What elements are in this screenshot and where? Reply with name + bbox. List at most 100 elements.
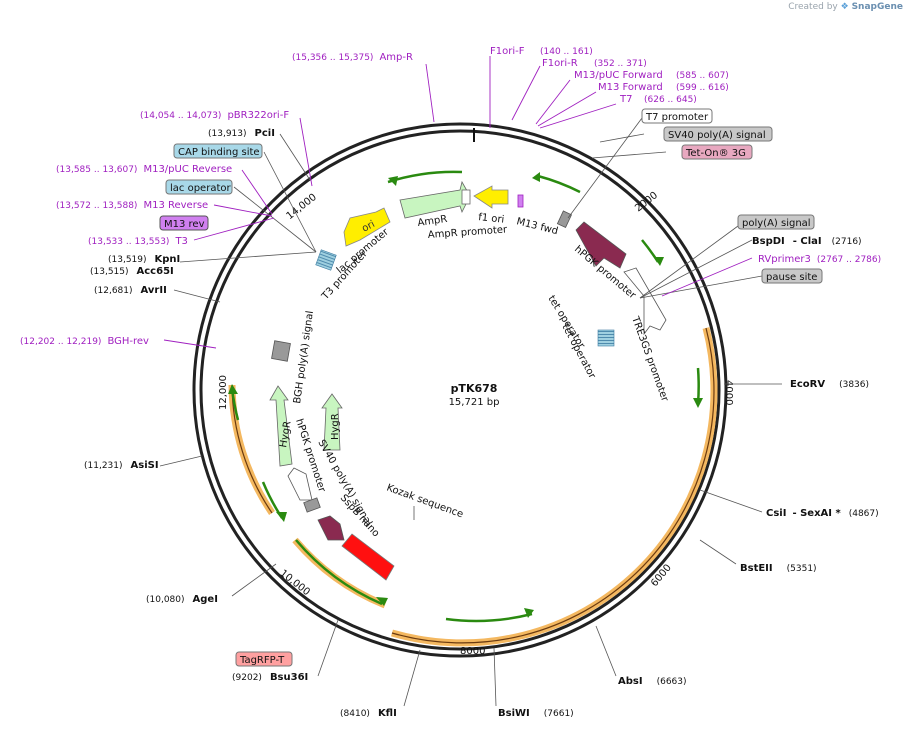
site-asisi-pos: (11,231) xyxy=(84,461,123,471)
site-kpni-pos: (13,519) xyxy=(108,255,147,265)
feature-tet-on-3g xyxy=(391,327,718,647)
site-asisi-name: AsiSI xyxy=(131,460,159,471)
snapgene-credit: Created by ❖ SnapGene xyxy=(788,2,903,12)
primer-f1ori-f-name: F1ori-F xyxy=(490,46,525,57)
svg-text:AbsI(6663): AbsI(6663) xyxy=(618,676,687,687)
box-tagrfp-t: TagRFP-T xyxy=(239,655,285,666)
svg-text:(10,080)AgeI: (10,080)AgeI xyxy=(146,594,218,605)
svg-text:(13,515)Acc65I: (13,515) Acc65I xyxy=(90,266,174,277)
backbone-outer xyxy=(192,122,728,658)
primer-m13-rev-name: M13 Reverse xyxy=(143,200,208,211)
box-tet-on-3g: Tet-On® 3G xyxy=(685,148,746,159)
primer-t3-pos: (13,533 .. 13,553) xyxy=(88,237,169,247)
feature-lac-promoter xyxy=(315,249,337,271)
primer-leaders xyxy=(163,56,753,349)
box-t7-promoter: T7 promoter xyxy=(645,112,709,123)
site-pcii-name: PciI xyxy=(255,128,275,139)
svg-text:(11,231)AsiSI: (11,231) AsiSI xyxy=(84,460,159,471)
svg-text:RVprimer3(2767 .. 2786): RVprimer3 (2767 .. 2786) xyxy=(758,254,881,265)
site-avrii-pos: (12,681) xyxy=(94,286,133,296)
box-polya-signal: poly(A) signal xyxy=(742,218,811,229)
feature-hpgk-promoter-bottom xyxy=(287,467,313,501)
primer-f1ori-f-pos: (140 .. 161) xyxy=(540,47,593,57)
tick-12000: 12,000 xyxy=(218,375,229,410)
plasmid-size: 15,721 bp xyxy=(449,397,500,408)
lbl-hygr-2: HygR xyxy=(330,413,341,440)
svg-text:(9202)Bsu36I: (9202) Bsu36I xyxy=(232,672,308,683)
svg-text:(14,054 .. 14,073)pBR322ori-F: (14,054 .. 14,073) pBR322ori-F xyxy=(140,110,289,121)
site-ecorv-pos: (3836) xyxy=(839,380,869,390)
primer-m13puc-fwd-pos: (585 .. 607) xyxy=(676,71,729,81)
site-ecorv-name: EcoRV xyxy=(790,379,825,390)
site-bsu36i-pos: (9202) xyxy=(232,673,262,683)
lbl-ampr-promoter: AmpR promoter xyxy=(427,224,508,241)
box-m13-rev: M13 rev xyxy=(164,219,205,230)
site-csii-extra: - SexAI * xyxy=(792,508,841,519)
site-bsiwi-pos: (7661) xyxy=(544,709,574,719)
primer-bgh-rev-name: BGH-rev xyxy=(107,336,149,347)
primer-m13puc-fwd-name: M13/pUC Forward xyxy=(574,70,663,81)
primer-labels: (15,356 .. 15,375)Amp-R F1ori-F (140 .. … xyxy=(20,46,881,347)
snapgene-logo-icon: ❖ xyxy=(840,2,849,12)
svg-text:(13,913)PciI: (13,913) PciI xyxy=(208,128,275,139)
site-labels: EcoRV(3836) CsiI- SexAI *(4867) BstEII(5… xyxy=(84,128,879,719)
box-pause-site: pause site xyxy=(766,272,817,283)
svg-text:(8410)KflI: (8410)KflI xyxy=(340,708,397,719)
site-acc65i-name: Acc65I xyxy=(137,266,174,277)
primer-m13puc-rev-name: M13/pUC Reverse xyxy=(143,164,232,175)
credit-prefix: Created by xyxy=(788,2,838,12)
feature-f1-ori xyxy=(473,185,509,209)
feature-hpgk-promoter-top xyxy=(575,221,627,269)
lbl-hygr-1: HygR xyxy=(278,420,293,448)
svg-text:(13,572 .. 13,588)M13 Reverse: (13,572 .. 13,588)M13 Reverse xyxy=(56,200,208,211)
site-bspdi-pos: (2716) xyxy=(832,237,862,247)
feature-m13-fwd xyxy=(517,194,524,208)
feature-amp-r-arrow xyxy=(399,180,471,219)
tick-8000: 8000 xyxy=(460,646,485,657)
primer-amp-r-name: Amp-R xyxy=(379,52,413,63)
feature-tagrfp xyxy=(228,384,275,515)
primer-pbr322-name: pBR322ori-F xyxy=(227,110,289,121)
primer-f1ori-r-name: F1ori-R xyxy=(542,58,578,69)
lbl-ori: ori xyxy=(360,219,377,235)
site-kfli-name: KflI xyxy=(378,708,397,719)
box-cap-binding-site: CAP binding site xyxy=(178,147,260,158)
tick-6000: 6000 xyxy=(649,563,674,590)
tick-4000: 4000 xyxy=(723,380,734,405)
svg-text:BspDI- ClaI(2716): BspDI- ClaI(2716) xyxy=(752,236,862,247)
primer-rvprimer3-pos: (2767 .. 2786) xyxy=(817,255,881,265)
feature-ori xyxy=(343,207,391,247)
site-bsu36i-name: Bsu36I xyxy=(270,672,308,683)
svg-text:(12,681)AvrII: (12,681)AvrII xyxy=(94,285,167,296)
primer-t7-pos: (626 .. 645) xyxy=(644,95,697,105)
site-bsteii-name: BstEII xyxy=(740,563,773,574)
lbl-tre3gs-promoter: TRE3GS promoter xyxy=(629,314,671,404)
feature-tre3gs-promoter xyxy=(623,267,667,336)
box-lac-operator: lac operator xyxy=(170,183,231,194)
site-kpni-name: KpnI xyxy=(155,254,181,265)
leader-lines xyxy=(159,117,782,707)
backbone-inner xyxy=(199,129,721,651)
primer-m13-fwd-name: M13 Forward xyxy=(598,82,663,93)
svg-text:(13,519)KpnI: (13,519) KpnI xyxy=(108,254,180,265)
site-csii-name: CsiI xyxy=(766,508,786,519)
feature-small-gray xyxy=(556,210,573,228)
feature-sspb-nano xyxy=(317,515,345,541)
site-bspdi-extra: - ClaI xyxy=(793,236,822,247)
green-arrowheads xyxy=(228,172,703,618)
primer-pbr322-pos: (14,054 .. 14,073) xyxy=(140,111,221,121)
site-pcii-pos: (13,913) xyxy=(208,129,247,139)
primer-t7-name: T7 xyxy=(619,94,632,105)
feature-bgh-polya xyxy=(271,340,291,362)
primer-m13puc-rev-pos: (13,585 .. 13,607) xyxy=(56,165,137,175)
feature-ampr-promoter xyxy=(461,189,471,205)
feature-hygr-1 xyxy=(269,385,293,467)
feature-sv40-polya-bottom xyxy=(303,497,321,513)
site-absi-pos: (6663) xyxy=(657,677,687,687)
primer-rvprimer3-name: RVprimer3 xyxy=(758,254,811,265)
svg-text:EcoRV(3836): EcoRV (3836) xyxy=(790,379,869,390)
lbl-ampr: AmpR xyxy=(417,214,448,229)
site-acc65i-pos: (13,515) xyxy=(90,267,129,277)
tick-10000: 10,000 xyxy=(277,568,311,598)
